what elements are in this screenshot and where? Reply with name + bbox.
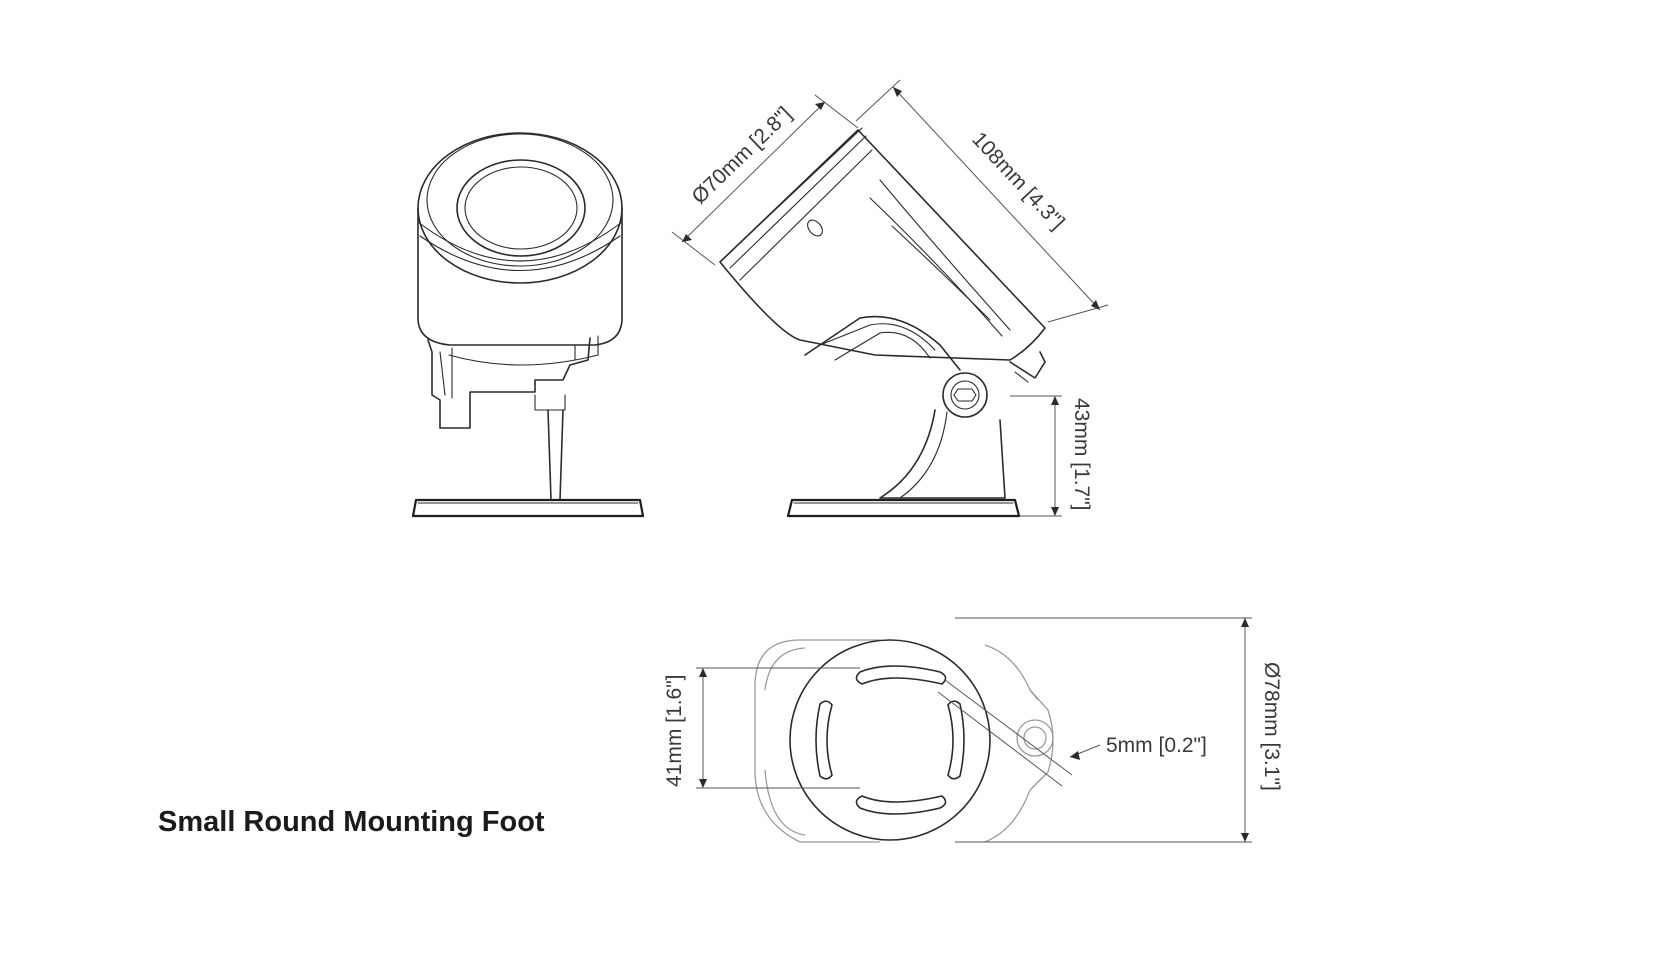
front-view — [411, 132, 645, 518]
dimension-labels: Ø70mm [2.8"] 108mm [4.3"] 43mm [1.7"] 41… — [663, 103, 1283, 791]
dim-length: 108mm [4.3"] — [967, 128, 1069, 235]
dim-height-foot: 43mm [1.7"] — [1070, 398, 1093, 511]
page-title: Small Round Mounting Foot — [158, 806, 545, 838]
dim-diameter-foot: Ø78mm [3.1"] — [1260, 662, 1283, 791]
dim-diameter-head: Ø70mm [2.8"] — [687, 103, 796, 209]
dimension-lines — [671, 79, 1252, 843]
bottom-view — [754, 639, 1054, 843]
side-view — [719, 127, 1046, 518]
dim-slot-spacing: 41mm [1.6"] — [663, 675, 686, 788]
dim-slot-width: 5mm [0.2"] — [1106, 734, 1207, 757]
